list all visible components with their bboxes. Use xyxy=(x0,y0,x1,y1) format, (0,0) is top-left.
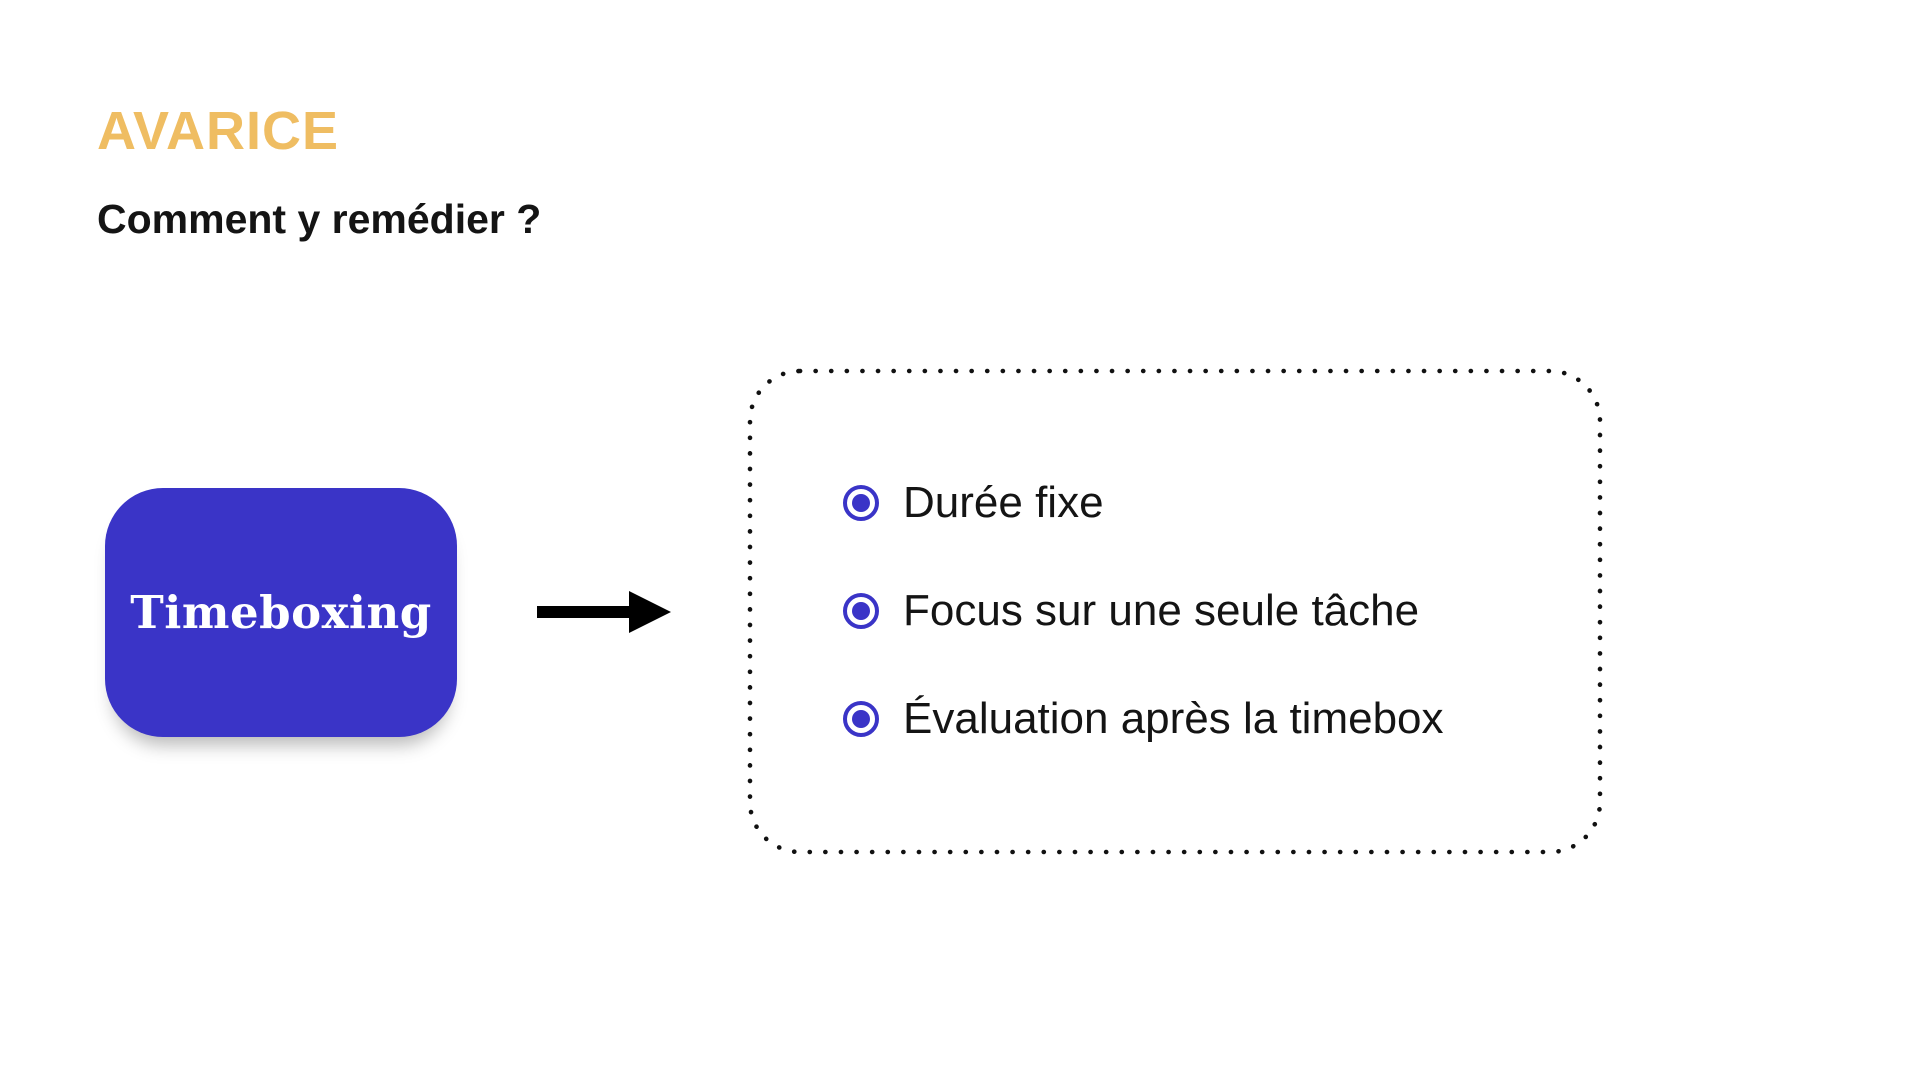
bullet-list: Durée fixe Focus sur une seule tâche Éva… xyxy=(843,477,1444,743)
bullet-text: Évaluation après la timebox xyxy=(903,693,1444,743)
slide-title: AVARICE xyxy=(97,101,340,161)
timeboxing-box: Timeboxing xyxy=(105,488,457,737)
arrow-right-icon xyxy=(537,590,671,634)
bullet-text: Durée fixe xyxy=(903,477,1104,527)
radio-bullet-icon xyxy=(843,592,879,629)
radio-bullet-icon xyxy=(843,484,879,521)
details-panel: Durée fixe Focus sur une seule tâche Éva… xyxy=(747,368,1603,855)
dotted-border xyxy=(747,368,1603,855)
list-item: Focus sur une seule tâche xyxy=(843,585,1444,635)
bullet-text: Focus sur une seule tâche xyxy=(903,585,1420,635)
radio-bullet-icon xyxy=(843,700,879,737)
list-item: Évaluation après la timebox xyxy=(843,693,1444,743)
list-item: Durée fixe xyxy=(843,477,1444,527)
slide-subtitle: Comment y remédier ? xyxy=(97,196,542,242)
timeboxing-box-label: Timeboxing xyxy=(130,586,432,639)
